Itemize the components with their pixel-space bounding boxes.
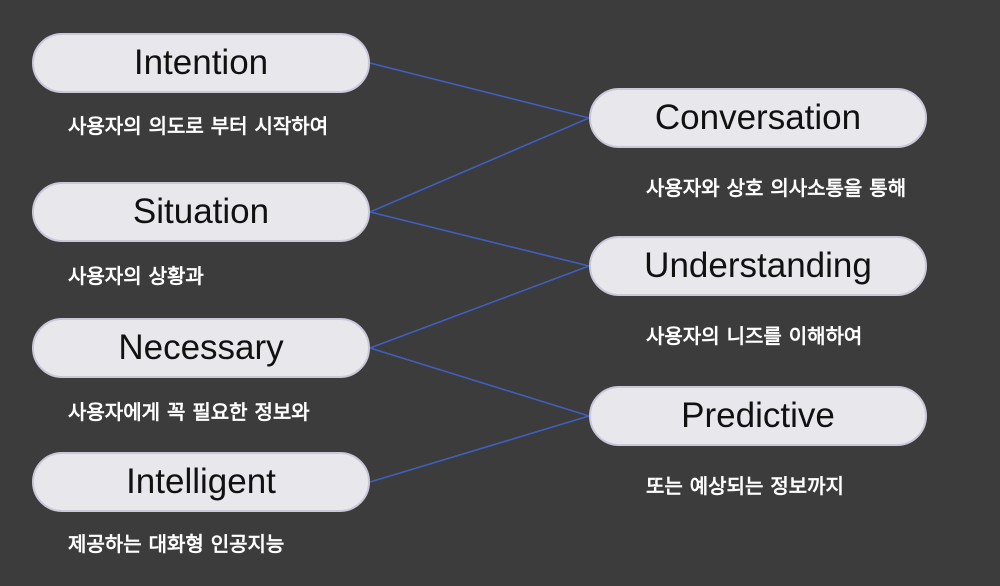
caption-intelligent: 제공하는 대화형 인공지능 xyxy=(68,532,285,556)
caption-conversation: 사용자와 상호 의사소통을 통해 xyxy=(646,176,907,200)
node-predictive: Predictive xyxy=(589,386,927,446)
link-intelligent-predictive xyxy=(369,415,590,483)
node-situation: Situation xyxy=(32,182,370,242)
node-understanding: Understanding xyxy=(589,236,927,296)
node-conversation: Conversation xyxy=(589,88,927,148)
caption-necessary: 사용자에게 꼭 필요한 정보와 xyxy=(68,400,310,424)
caption-intention: 사용자의 의도로 부터 시작하여 xyxy=(68,114,329,138)
link-intention-conversation xyxy=(369,62,590,119)
caption-predictive: 또는 예상되는 정보까지 xyxy=(646,474,844,498)
link-situation-conversation xyxy=(369,117,590,213)
caption-situation: 사용자의 상황과 xyxy=(68,264,204,288)
link-necessary-predictive xyxy=(369,347,590,417)
node-intention: Intention xyxy=(32,33,370,93)
link-necessary-understanding xyxy=(369,265,590,349)
node-intelligent: Intelligent xyxy=(32,452,370,512)
link-situation-understanding xyxy=(369,211,590,267)
node-necessary: Necessary xyxy=(32,318,370,378)
caption-understanding: 사용자의 니즈를 이해하여 xyxy=(646,324,863,348)
